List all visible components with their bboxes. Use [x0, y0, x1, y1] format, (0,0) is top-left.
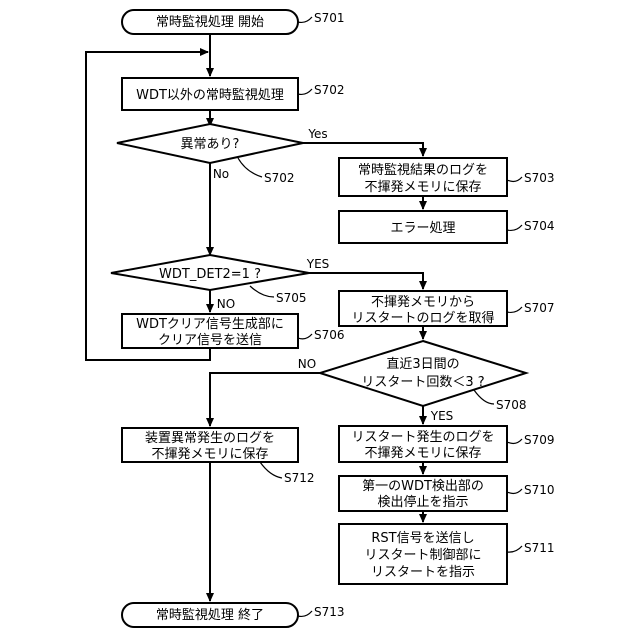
step-s701: S701 [314, 11, 345, 25]
branch-wdt-no: NO [217, 297, 235, 311]
decision-wdt: WDT_DET2=1 ? [111, 255, 309, 290]
decision-abnormal: 異常あり? [117, 124, 303, 163]
branch-abnormal-yes: Yes [307, 127, 327, 141]
step-s705: S705 [276, 291, 307, 305]
end-label: 常時監視処理 終了 [156, 607, 264, 623]
process-s707: 不揮発メモリから リスタートのログを取得 [339, 291, 507, 326]
branch-restart-yes: YES [430, 409, 454, 423]
start-label: 常時監視処理 開始 [156, 14, 264, 30]
leader-s710 [507, 489, 522, 493]
decision-restart: 直近3日間の リスタート回数＜3 ? [320, 341, 526, 406]
leader-s703 [507, 177, 522, 181]
arrow-wdt-yes [309, 273, 423, 289]
step-s707: S707 [524, 301, 555, 315]
decision-restart-line2: リスタート回数＜3 ? [361, 375, 484, 390]
decision-abnormal-label: 異常あり? [181, 137, 240, 152]
leader-s708 [474, 390, 494, 404]
process-s710: 第一のWDT検出部の 検出停止を指示 [339, 476, 507, 511]
step-s712: S712 [284, 471, 315, 485]
s709-line1: リスタート発生のログを [351, 430, 494, 445]
s711-line2: リスタート制御部に [364, 548, 481, 563]
leader-s706 [298, 334, 312, 339]
step-s702-process: S702 [314, 83, 345, 97]
s706-line1: WDTクリア信号生成部に [136, 317, 284, 332]
branch-abnormal-no: No [213, 167, 229, 181]
process-s702: WDT以外の常時監視処理 [122, 78, 298, 110]
step-s709: S709 [524, 433, 555, 447]
s711-line1: RST信号を送信し [371, 531, 474, 546]
s710-line2: 検出停止を指示 [377, 494, 468, 510]
s706-line2: クリア信号を送信 [158, 333, 262, 348]
s702-label: WDT以外の常時監視処理 [136, 87, 284, 103]
step-s713: S713 [314, 605, 345, 619]
s703-line1: 常時監視結果のログを [358, 162, 488, 178]
step-s708: S708 [496, 398, 527, 412]
leader-s709 [507, 439, 522, 443]
arrow-abnormal-yes [303, 143, 423, 156]
decision-restart-line1: 直近3日間の [386, 357, 459, 372]
leader-s707 [507, 307, 522, 312]
step-s706: S706 [314, 328, 345, 342]
leader-s711 [507, 546, 522, 552]
step-s711: S711 [524, 541, 555, 555]
process-s709: リスタート発生のログを 不揮発メモリに保存 [339, 426, 507, 462]
start-node: 常時監視処理 開始 [122, 10, 298, 34]
end-node: 常時監視処理 終了 [122, 603, 298, 627]
leader-s702b [238, 158, 262, 177]
leader-s712 [260, 462, 282, 478]
leader-s704 [507, 225, 522, 230]
process-s711: RST信号を送信し リスタート制御部に リスタートを指示 [339, 524, 507, 584]
process-s703: 常時監視結果のログを 不揮発メモリに保存 [339, 158, 507, 196]
s704-label: エラー処理 [390, 221, 455, 236]
step-s704: S704 [524, 219, 555, 233]
arrow-restart-no [210, 373, 320, 426]
branch-wdt-yes: YES [306, 257, 330, 271]
s707-line2: リスタートのログを取得 [351, 310, 494, 326]
process-s706: WDTクリア信号生成部に クリア信号を送信 [122, 314, 298, 348]
process-s704: エラー処理 [339, 211, 507, 243]
branch-restart-no: NO [298, 357, 316, 371]
s710-line1: 第一のWDT検出部の [362, 479, 484, 494]
leader-s713 [298, 611, 312, 616]
decision-wdt-label: WDT_DET2=1 ? [159, 267, 261, 282]
step-s703: S703 [524, 171, 555, 185]
leader-s702a [298, 89, 312, 94]
s711-line3: リスタートを指示 [371, 565, 475, 580]
leader-s705 [250, 286, 274, 297]
process-s712: 装置異常発生のログを 不揮発メモリに保存 [122, 428, 298, 462]
leader-s701 [298, 17, 312, 22]
s712-line1: 装置異常発生のログを [145, 431, 275, 446]
s707-line1: 不揮発メモリから [371, 295, 475, 310]
s709-line2: 不揮発メモリに保存 [364, 446, 481, 461]
s703-line2: 不揮発メモリに保存 [364, 180, 481, 195]
step-s710: S710 [524, 483, 555, 497]
step-s702-decision: S702 [264, 171, 295, 185]
s712-line2: 不揮発メモリに保存 [151, 447, 268, 462]
